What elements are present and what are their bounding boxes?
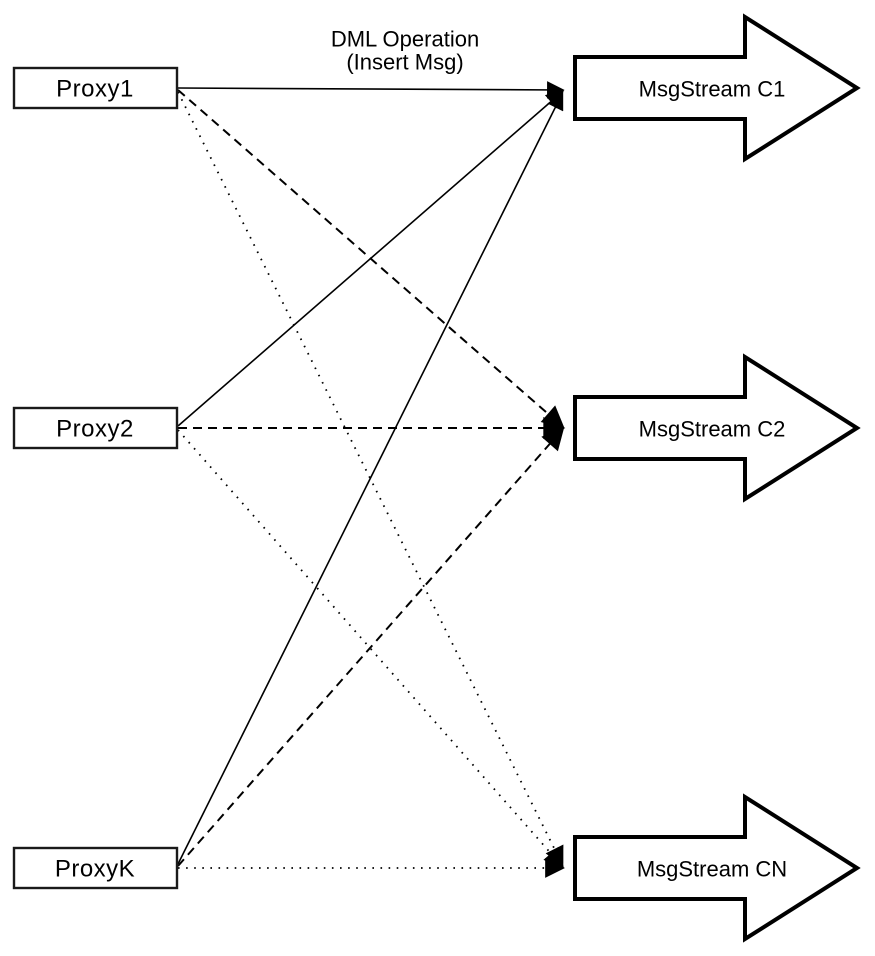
- connector-proxy2-to-c1: [177, 90, 564, 427]
- proxyk-label: ProxyK: [55, 856, 135, 883]
- msgstream-c1-label: MsgStream C1: [639, 77, 786, 102]
- node-proxy2: Proxy2: [12, 406, 179, 450]
- connector-proxy1-to-c1: [177, 81, 565, 99]
- msgstream-c1-arrow-shape: [573, 13, 861, 163]
- proxy1-label: Proxy1: [56, 76, 134, 103]
- diagram-title-line1: DML Operation: [331, 27, 479, 52]
- proxy1-box: [12, 66, 179, 110]
- msgstream-cn-label: MsgStream CN: [637, 857, 787, 882]
- connector-proxyk-to-c1: [177, 91, 564, 865]
- msgstream-c2-arrow-shape: [573, 353, 861, 503]
- node-proxy1: Proxy1: [12, 66, 179, 110]
- node-msgstream-c2: MsgStream C2: [573, 353, 861, 503]
- proxy2-box: [12, 406, 179, 450]
- node-msgstream-c1: MsgStream C1: [573, 13, 861, 163]
- proxyk-box: [12, 846, 179, 890]
- diagram-title-line2: (Insert Msg): [346, 50, 463, 75]
- msgstream-cn-arrow-shape: [573, 793, 861, 943]
- node-msgstream-cn: MsgStream CN: [573, 793, 861, 943]
- msgstream-c2-label: MsgStream C2: [639, 417, 786, 442]
- proxy2-label: Proxy2: [56, 416, 134, 443]
- node-proxyk: ProxyK: [12, 846, 179, 890]
- connector-proxyk-to-c2: [177, 427, 565, 867]
